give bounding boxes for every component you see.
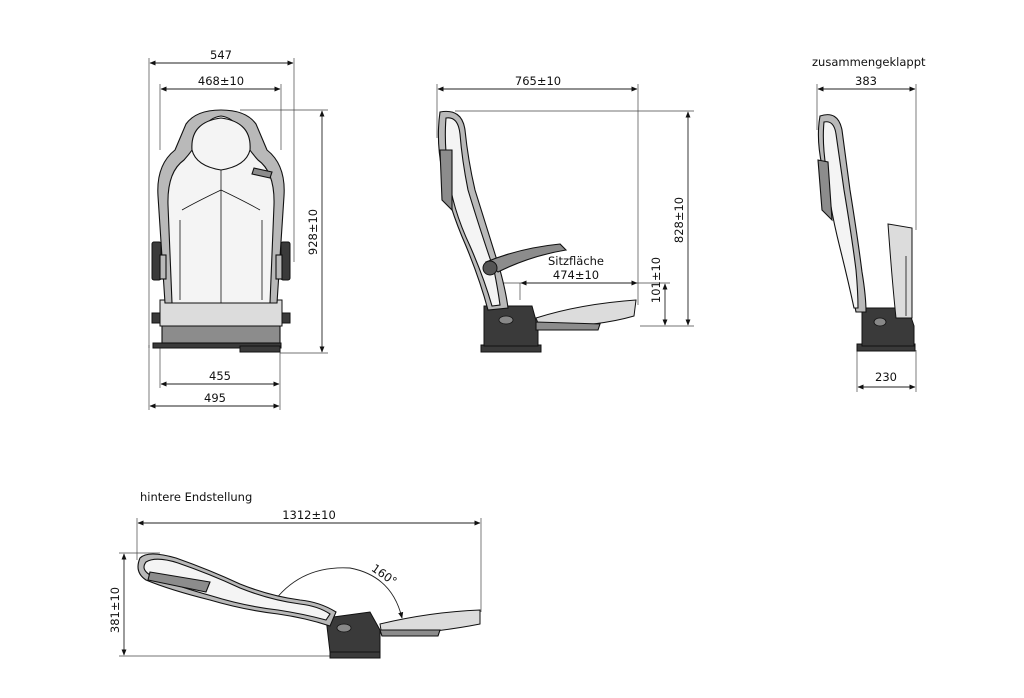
folded-dim-base: 230	[875, 370, 897, 384]
reclined-view: hintere Endstellung 1312±10 381±10 160°	[108, 490, 482, 659]
side-seat-shape	[437, 110, 637, 353]
reclined-angle-arc	[271, 567, 404, 619]
folded-title: zusammengeklappt	[812, 55, 926, 69]
side-dim-depth: 765±10	[515, 74, 561, 88]
side-dim-seat-depth: 474±10	[553, 268, 599, 282]
front-dim-base-outer: 495	[204, 391, 226, 405]
side-dim-seat-height: 101±10	[649, 257, 663, 303]
side-view: 765±10 828±10 101±10 Sitzfläche 474±10	[436, 74, 694, 353]
folded-view: zusammengeklappt 383 230	[812, 55, 926, 392]
folded-dim-width: 383	[855, 74, 877, 88]
reclined-dim-length: 1312±10	[282, 508, 336, 522]
front-dim-base-inner: 455	[209, 369, 231, 383]
front-dim-overall-width: 547	[210, 48, 232, 62]
reclined-dim-height: 381±10	[108, 587, 122, 633]
front-dim-back-width: 468±10	[198, 74, 244, 88]
reclined-seat-shape	[137, 553, 481, 659]
side-dim-height: 828±10	[672, 197, 686, 243]
front-dim-height: 928±10	[306, 209, 320, 255]
side-seat-label: Sitzfläche	[548, 254, 604, 268]
folded-seat-shape	[817, 114, 916, 352]
reclined-title: hintere Endstellung	[140, 490, 252, 504]
front-view: 547 468±10 928±10 455 495	[148, 48, 328, 410]
front-seat-shape	[151, 109, 291, 353]
